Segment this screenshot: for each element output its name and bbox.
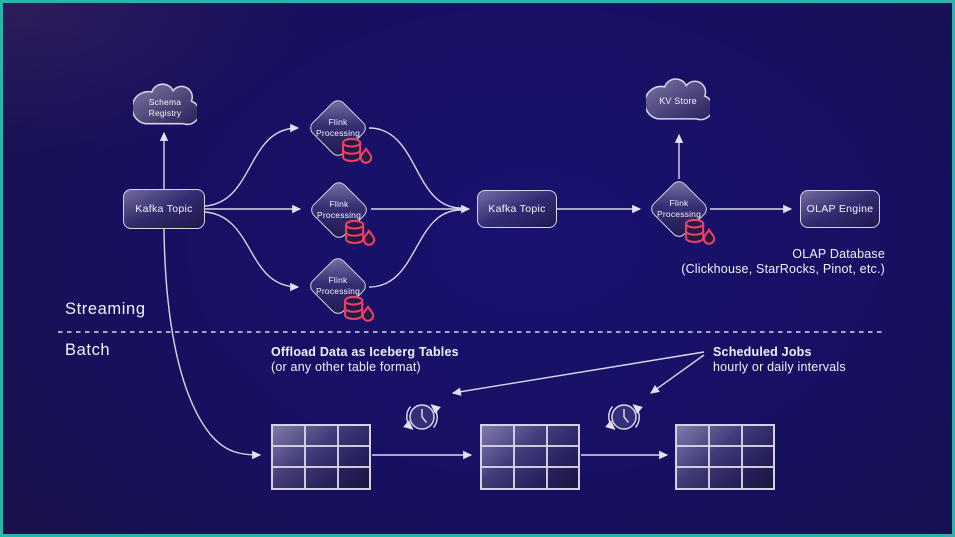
streaming-section-label: Streaming xyxy=(65,300,146,318)
schema-registry-node: Schema Registry xyxy=(131,80,201,128)
connector-scheduled-to-clock1 xyxy=(451,351,705,396)
connector-scheduled-to-clock2 xyxy=(650,354,705,394)
flink-label-line1: Flink xyxy=(328,275,348,285)
olap-database-note: OLAP Database (Clickhouse, StarRocks, Pi… xyxy=(623,247,885,276)
connector-kafka-to-flink-1 xyxy=(204,123,300,207)
schema-registry-label-line2: Registry xyxy=(148,107,182,118)
connector-flink3-join xyxy=(368,209,462,288)
kafka-topic-source-label: Kafka Topic xyxy=(135,203,193,215)
flink-label-line1: Flink xyxy=(328,117,348,127)
kafka-topic-source-node: Kafka Topic xyxy=(123,189,205,229)
flink-label-line1: Flink xyxy=(669,198,689,208)
offload-note: Offload Data as Iceberg Tables (or any o… xyxy=(271,345,459,374)
database-icon xyxy=(345,220,376,246)
clock-icon xyxy=(605,404,643,430)
database-icon xyxy=(685,219,716,245)
offload-note-line2: (or any other table format) xyxy=(271,359,421,374)
olap-database-note-line2: (Clickhouse, StarRocks, Pinot, etc.) xyxy=(681,261,885,276)
olap-database-note-line1: OLAP Database xyxy=(792,247,885,261)
olap-engine-node: OLAP Engine xyxy=(800,190,880,228)
iceberg-table-1 xyxy=(271,424,371,490)
kv-store-node: KV Store xyxy=(644,74,714,124)
connector-kafka-to-flink-3 xyxy=(204,211,300,292)
flink-label-line1: Flink xyxy=(329,199,349,209)
kafka-topic-sink-node: Kafka Topic xyxy=(477,190,557,228)
iceberg-table-3 xyxy=(675,424,775,490)
connector-flink1-join xyxy=(368,127,462,209)
olap-engine-label: OLAP Engine xyxy=(806,203,874,215)
batch-section-label: Batch xyxy=(65,341,111,359)
scheduled-jobs-note-line1: Scheduled Jobs xyxy=(713,345,812,359)
scheduled-jobs-note-line2: hourly or daily intervals xyxy=(713,359,846,374)
iceberg-table-2 xyxy=(480,424,580,490)
clock-icon xyxy=(403,404,441,430)
database-icon xyxy=(344,296,375,322)
kv-store-label: KV Store xyxy=(659,96,697,106)
offload-note-line1: Offload Data as Iceberg Tables xyxy=(271,345,459,359)
schema-registry-label-line1: Schema xyxy=(148,97,182,107)
kafka-topic-sink-label: Kafka Topic xyxy=(488,203,546,215)
scheduled-jobs-note: Scheduled Jobs hourly or daily intervals xyxy=(713,345,846,374)
connector-kafka-to-table1 xyxy=(163,228,262,460)
database-icon xyxy=(342,138,373,164)
